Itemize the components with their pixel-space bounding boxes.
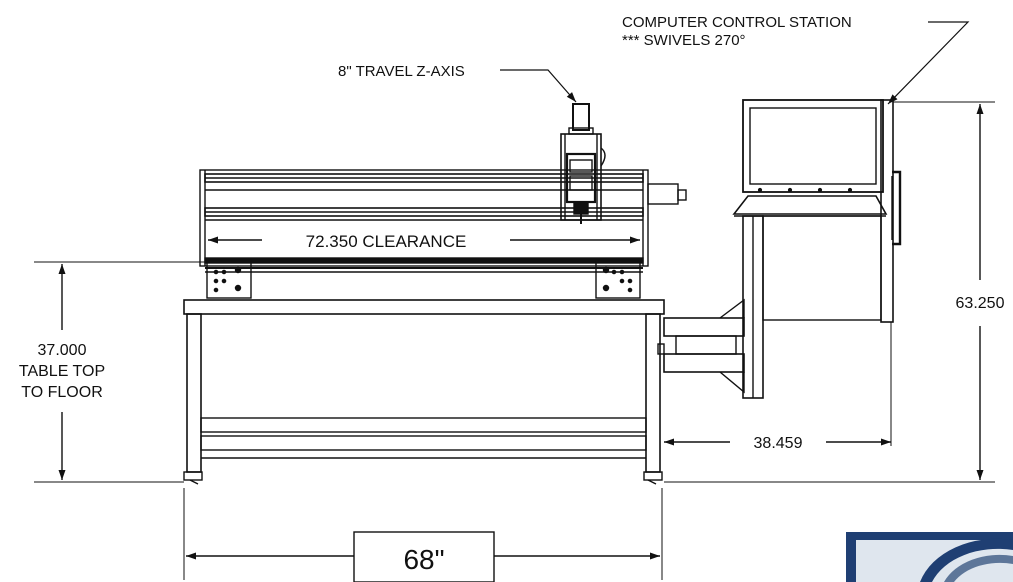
table-frame <box>183 299 665 485</box>
table-height-label-line2: TABLE TOP <box>19 363 105 380</box>
overall-width-label: 68" <box>403 544 444 575</box>
clearance-label: 72.350 CLEARANCE <box>306 232 467 251</box>
station-leader <box>887 21 970 105</box>
brand-badge <box>846 532 1013 582</box>
z-axis-leader <box>500 69 577 103</box>
extension-lines <box>34 101 995 580</box>
table-height-value: 37.000 <box>38 342 87 359</box>
station-callout-line2: *** SWIVELS 270° <box>622 32 746 49</box>
station-height-label: 63.250 <box>956 295 1005 312</box>
station-callout-line1: COMPUTER CONTROL STATION <box>622 14 852 31</box>
right-carriage-plate <box>595 259 641 299</box>
gantry-frame <box>199 169 687 273</box>
z-axis-spindle <box>560 103 606 224</box>
swivel-arm <box>657 298 745 394</box>
left-carriage-plate <box>206 259 252 299</box>
table-height-label-line3: TO FLOOR <box>21 384 103 401</box>
overall-width-box <box>353 531 495 582</box>
station-reach-label: 38.459 <box>754 435 803 452</box>
z-axis-callout: 8" TRAVEL Z-AXIS <box>338 63 465 80</box>
computer-control-station <box>732 99 902 399</box>
